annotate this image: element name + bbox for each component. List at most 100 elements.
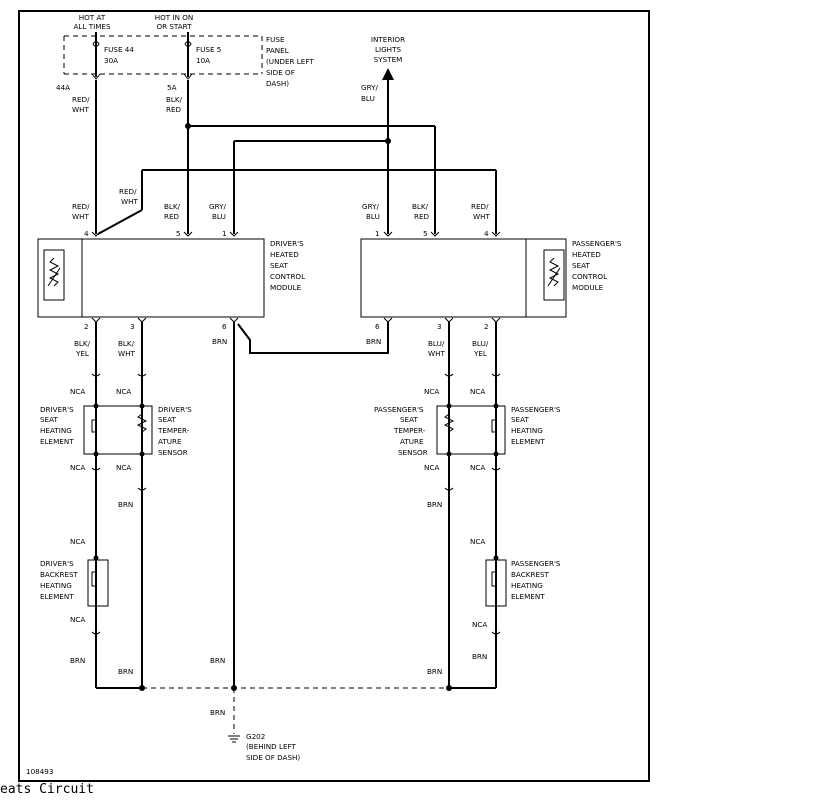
temperature-sensor-icon <box>136 413 148 433</box>
svg-text:BLU: BLU <box>366 212 380 221</box>
svg-text:HEATING: HEATING <box>40 426 72 435</box>
svg-text:SIDE OF DASH): SIDE OF DASH) <box>246 753 300 762</box>
svg-text:ELEMENT: ELEMENT <box>40 437 74 446</box>
svg-text:SIDE OF: SIDE OF <box>266 68 295 77</box>
svg-text:DASH): DASH) <box>266 79 289 88</box>
hot-in-on-label: HOT IN ON <box>155 13 194 22</box>
passenger-seat-circuit <box>436 322 507 688</box>
driver-pin-4: 4 <box>84 229 89 238</box>
thermistor-icon <box>48 257 60 287</box>
driver-module-label: DRIVER'S <box>270 239 304 248</box>
driver-pin2-wire: BLK/ <box>74 339 91 348</box>
driver-pin5-wire: BLK/ <box>164 202 181 211</box>
svg-text:SEAT: SEAT <box>511 415 529 424</box>
driver-seat-element-label: DRIVER'S <box>40 405 74 414</box>
svg-text:WHT: WHT <box>121 197 139 206</box>
svg-text:RED: RED <box>414 212 430 221</box>
terminal-44a: 44A <box>56 83 70 92</box>
svg-text:ATURE: ATURE <box>158 437 182 446</box>
interior-lights-label: INTERIOR <box>371 35 405 44</box>
svg-text:HEATING: HEATING <box>511 426 543 435</box>
temperature-sensor-icon <box>443 413 455 433</box>
svg-text:NCA: NCA <box>470 463 485 472</box>
svg-text:ELEMENT: ELEMENT <box>511 592 545 601</box>
interior-wire-label: GRY/ <box>361 83 378 92</box>
svg-text:SEAT: SEAT <box>572 261 590 270</box>
driver-seat-circuit <box>83 322 153 688</box>
fuse-panel-label: FUSE <box>266 35 285 44</box>
thermistor-icon <box>548 257 560 287</box>
svg-text:BRN: BRN <box>70 656 85 665</box>
svg-text:NCA: NCA <box>424 463 439 472</box>
svg-text:HEATING: HEATING <box>511 581 543 590</box>
fuse-44-label: FUSE 44 <box>104 45 134 54</box>
svg-text:WHT: WHT <box>72 105 90 114</box>
svg-text:NCA: NCA <box>70 615 85 624</box>
ground-g202-label: G202 <box>246 732 265 741</box>
passenger-pin6-wire: BRN <box>366 337 381 346</box>
driver-control-module: 4 5 1 2 3 6 DRIVER'S HEATED SEAT CONTROL… <box>37 229 305 331</box>
svg-text:CONTROL: CONTROL <box>572 272 607 281</box>
passenger-pin2-wire: BLU/ <box>472 339 489 348</box>
driver-pin-1: 1 <box>222 229 227 238</box>
fuse-panel: HOT AT ALL TIMES HOT IN ON OR START FUSE… <box>63 13 314 88</box>
svg-text:BRN: BRN <box>210 656 225 665</box>
svg-text:SENSOR: SENSOR <box>398 448 428 457</box>
passenger-pin4-wire: RED/ <box>471 202 489 211</box>
svg-text:WHT: WHT <box>473 212 491 221</box>
svg-text:NCA: NCA <box>70 537 85 546</box>
svg-text:TEMPER-: TEMPER- <box>157 426 190 435</box>
svg-text:HEATED: HEATED <box>572 250 601 259</box>
svg-text:NCA: NCA <box>116 463 131 472</box>
backrest-element-icon <box>91 571 96 587</box>
ground-icon <box>228 735 240 743</box>
svg-text:SEAT: SEAT <box>270 261 288 270</box>
svg-text:SYSTEM: SYSTEM <box>374 55 403 64</box>
svg-text:WHT: WHT <box>428 349 446 358</box>
passenger-pin5-wire: BLK/ <box>412 202 429 211</box>
svg-text:30A: 30A <box>104 56 118 65</box>
svg-text:HEATING: HEATING <box>40 581 72 590</box>
svg-text:BACKREST: BACKREST <box>511 570 550 579</box>
backrest-element-icon <box>491 571 496 587</box>
figure-id: 108493 <box>26 767 53 776</box>
svg-text:HEATED: HEATED <box>270 250 299 259</box>
passenger-seat-element-label: PASSENGER'S <box>511 405 561 414</box>
svg-text:BLU: BLU <box>212 212 226 221</box>
driver-backrest-label: DRIVER'S <box>40 559 74 568</box>
svg-text:SEAT: SEAT <box>40 415 58 424</box>
driver-pin-6: 6 <box>222 322 227 331</box>
heating-element-icon <box>91 419 96 433</box>
svg-text:SENSOR: SENSOR <box>158 448 188 457</box>
svg-text:NCA: NCA <box>70 387 85 396</box>
interior-lights-system: INTERIOR LIGHTS SYSTEM GRY/ BLU <box>361 35 405 103</box>
arrow-up-icon <box>382 68 394 80</box>
svg-text:BRN: BRN <box>472 652 487 661</box>
svg-text:SEAT: SEAT <box>158 415 176 424</box>
svg-text:NCA: NCA <box>472 620 487 629</box>
fuse-5-icon <box>184 41 192 47</box>
diagram-frame <box>18 10 650 782</box>
wire-red-wht-label: RED/ <box>72 95 90 104</box>
driver-pin-3: 3 <box>130 322 135 331</box>
driver-pin4-wire: RED/ <box>72 202 90 211</box>
driver-pin-2: 2 <box>84 322 89 331</box>
svg-text:RED: RED <box>164 212 180 221</box>
svg-text:BRN: BRN <box>427 667 442 676</box>
svg-text:(BEHIND LEFT: (BEHIND LEFT <box>246 742 297 751</box>
terminal-5a: 5A <box>167 83 177 92</box>
passenger-pin-1: 1 <box>375 229 380 238</box>
ground-wire-label: BRN <box>210 708 225 717</box>
svg-text:WHT: WHT <box>72 212 90 221</box>
svg-text:YEL: YEL <box>473 349 487 358</box>
svg-text:NCA: NCA <box>470 387 485 396</box>
passenger-module-label: PASSENGER'S <box>572 239 622 248</box>
svg-text:MODULE: MODULE <box>270 283 302 292</box>
svg-text:BACKREST: BACKREST <box>40 570 79 579</box>
driver-temp-sensor-label: DRIVER'S <box>158 405 192 414</box>
driver-pin6-wire: BRN <box>212 337 227 346</box>
ground-bus <box>96 685 496 743</box>
passenger-pin-5: 5 <box>423 229 428 238</box>
passenger-temp-sensor-label: PASSENGER'S <box>374 405 424 414</box>
svg-text:ELEMENT: ELEMENT <box>40 592 74 601</box>
